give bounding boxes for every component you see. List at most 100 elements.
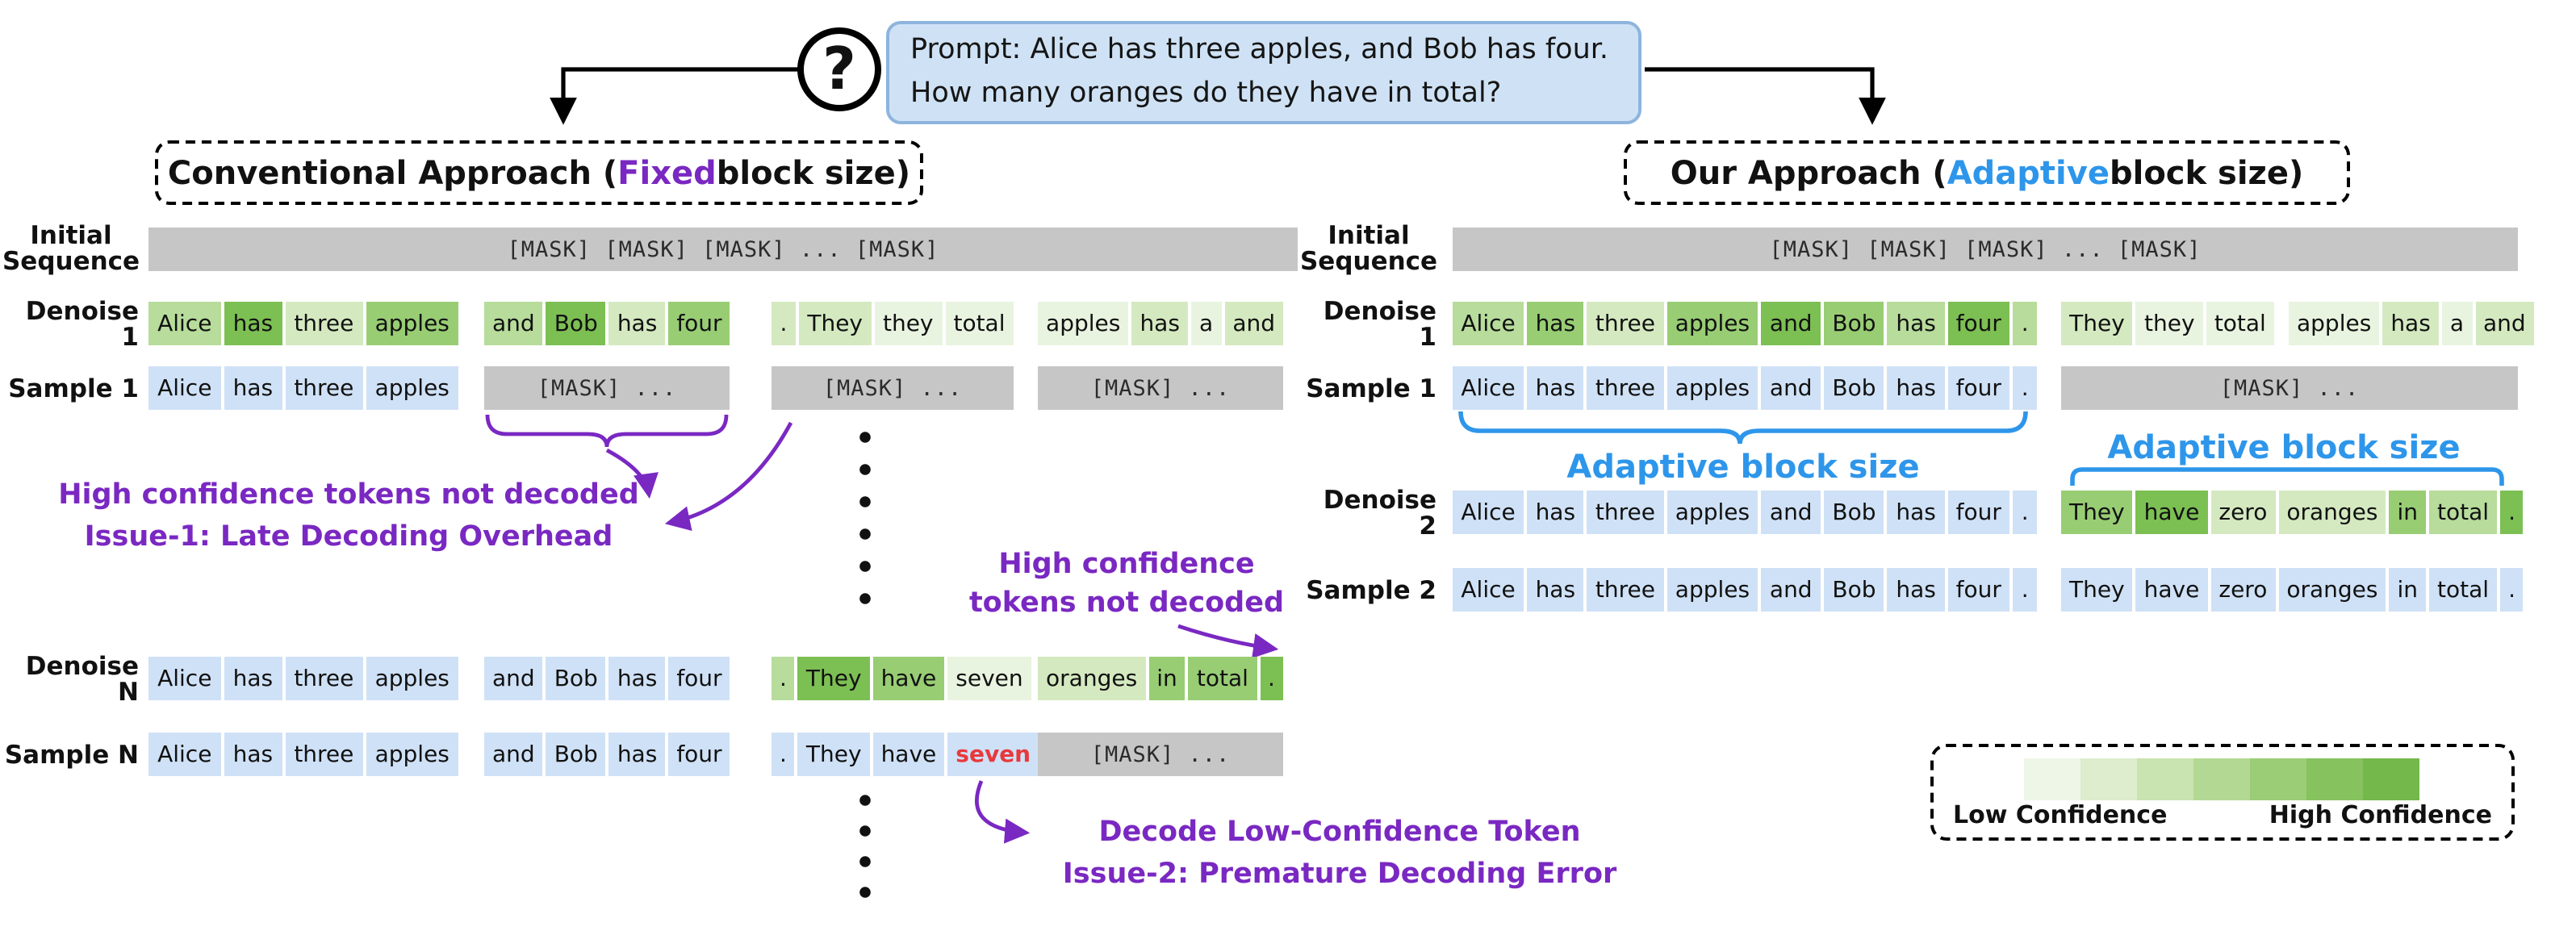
row-label-denoiseN-left: Denoise N	[25, 651, 139, 706]
token: They	[797, 733, 870, 776]
token: has	[1527, 491, 1584, 534]
token: in	[1148, 657, 1186, 700]
token: four	[1947, 302, 2010, 345]
token: three	[285, 733, 363, 776]
token: and	[1224, 302, 1284, 345]
legend-gradient	[2024, 758, 2419, 800]
panel-title-right-post: block size)	[2109, 153, 2304, 192]
token: total	[945, 302, 1014, 345]
legend-swatch	[2250, 758, 2306, 800]
token: have	[872, 733, 945, 776]
token: they	[2135, 302, 2203, 345]
arrow-to-right-approach	[1645, 67, 1886, 125]
purple-underbrace	[485, 414, 729, 448]
panel-title-left-post: block size)	[716, 153, 911, 192]
token: three	[1587, 302, 1664, 345]
token: They	[2061, 491, 2133, 534]
row-label-sample1-left: Sample 1	[8, 374, 139, 403]
token: a	[2441, 302, 2472, 345]
token: has	[1887, 491, 1945, 534]
token: Bob	[1824, 366, 1884, 410]
row-label-initial-right: Initial Sequence	[1299, 221, 1438, 276]
row-label-denoise1-left: Denoise 1	[25, 296, 139, 351]
issue1-line1: High confidence tokens not decoded	[58, 479, 639, 511]
panel-title-left-accent: Fixed	[617, 153, 717, 192]
token: .	[2013, 366, 2038, 410]
token: and	[1761, 568, 1821, 612]
token: Alice	[1453, 491, 1524, 534]
issue1-line2: Issue-1: Late Decoding Overhead	[84, 521, 613, 553]
token: Alice	[148, 657, 221, 700]
token: Alice	[148, 366, 221, 410]
issue2-annotation: Decode Low-Confidence Token Issue-2: Pre…	[1043, 812, 1637, 896]
token: four	[1947, 366, 2010, 410]
token: has	[1527, 302, 1584, 345]
token: oranges	[1038, 657, 1146, 700]
token: apples	[1038, 302, 1129, 345]
panel-title-left-pre: Conventional Approach (	[167, 153, 618, 192]
token: have	[2135, 491, 2208, 534]
token: They	[2061, 302, 2133, 345]
token: They	[798, 302, 872, 345]
token: .	[1260, 657, 1283, 700]
token: Alice	[1453, 568, 1524, 612]
token: .	[2013, 491, 2038, 534]
token: Alice	[148, 302, 221, 345]
token: zero	[2210, 568, 2276, 612]
token: .	[2013, 302, 2038, 345]
legend-swatch	[2080, 758, 2137, 800]
token: apples	[1666, 568, 1758, 612]
legend-swatch	[2363, 758, 2419, 800]
issue1-annotation: High confidence tokens not decoded Issue…	[45, 474, 652, 558]
prompt-bubble: Prompt: Alice has three apples, and Bob …	[886, 21, 1641, 124]
legend-high-label: High Confidence	[2269, 800, 2492, 829]
token: and	[484, 733, 543, 776]
token: four	[1947, 568, 2010, 612]
mask-block: [MASK] ...	[772, 366, 1014, 410]
blue-underbrace	[1458, 411, 2028, 445]
mask-block: [MASK] ...	[484, 366, 730, 410]
token: four	[1947, 491, 2010, 534]
token: Bob	[1824, 568, 1884, 612]
token: and	[1761, 302, 1821, 345]
token: has	[1527, 366, 1584, 410]
token: three	[285, 657, 363, 700]
panel-title-right: Our Approach (Adaptive block size)	[1624, 140, 2350, 205]
token: apples	[366, 302, 458, 345]
token: .	[2013, 568, 2038, 612]
issue2-line1: Decode Low-Confidence Token	[1098, 816, 1581, 849]
blue-top-bracket	[2070, 467, 2504, 486]
token: has	[1887, 366, 1945, 410]
token: apples	[1666, 491, 1758, 534]
purple-arrow-issue2	[974, 780, 1031, 844]
legend-low-label: Low Confidence	[1953, 800, 2168, 829]
token: Alice	[1453, 302, 1524, 345]
token: have	[2135, 568, 2208, 612]
token: Bob	[546, 657, 606, 700]
token: They	[797, 657, 870, 700]
purple-arrow-mid	[1177, 624, 1279, 659]
question-mark-glyph: ?	[822, 36, 856, 102]
row-label-sampleN-left: Sample N	[4, 740, 139, 769]
token: total	[2206, 302, 2274, 345]
token: has	[224, 733, 282, 776]
token: apples	[2289, 302, 2380, 345]
adaptive-label-right: Adaptive block size	[2107, 428, 2461, 466]
token: has	[608, 733, 666, 776]
token: They	[2061, 568, 2133, 612]
purple-arrow-from-block3	[664, 421, 793, 532]
